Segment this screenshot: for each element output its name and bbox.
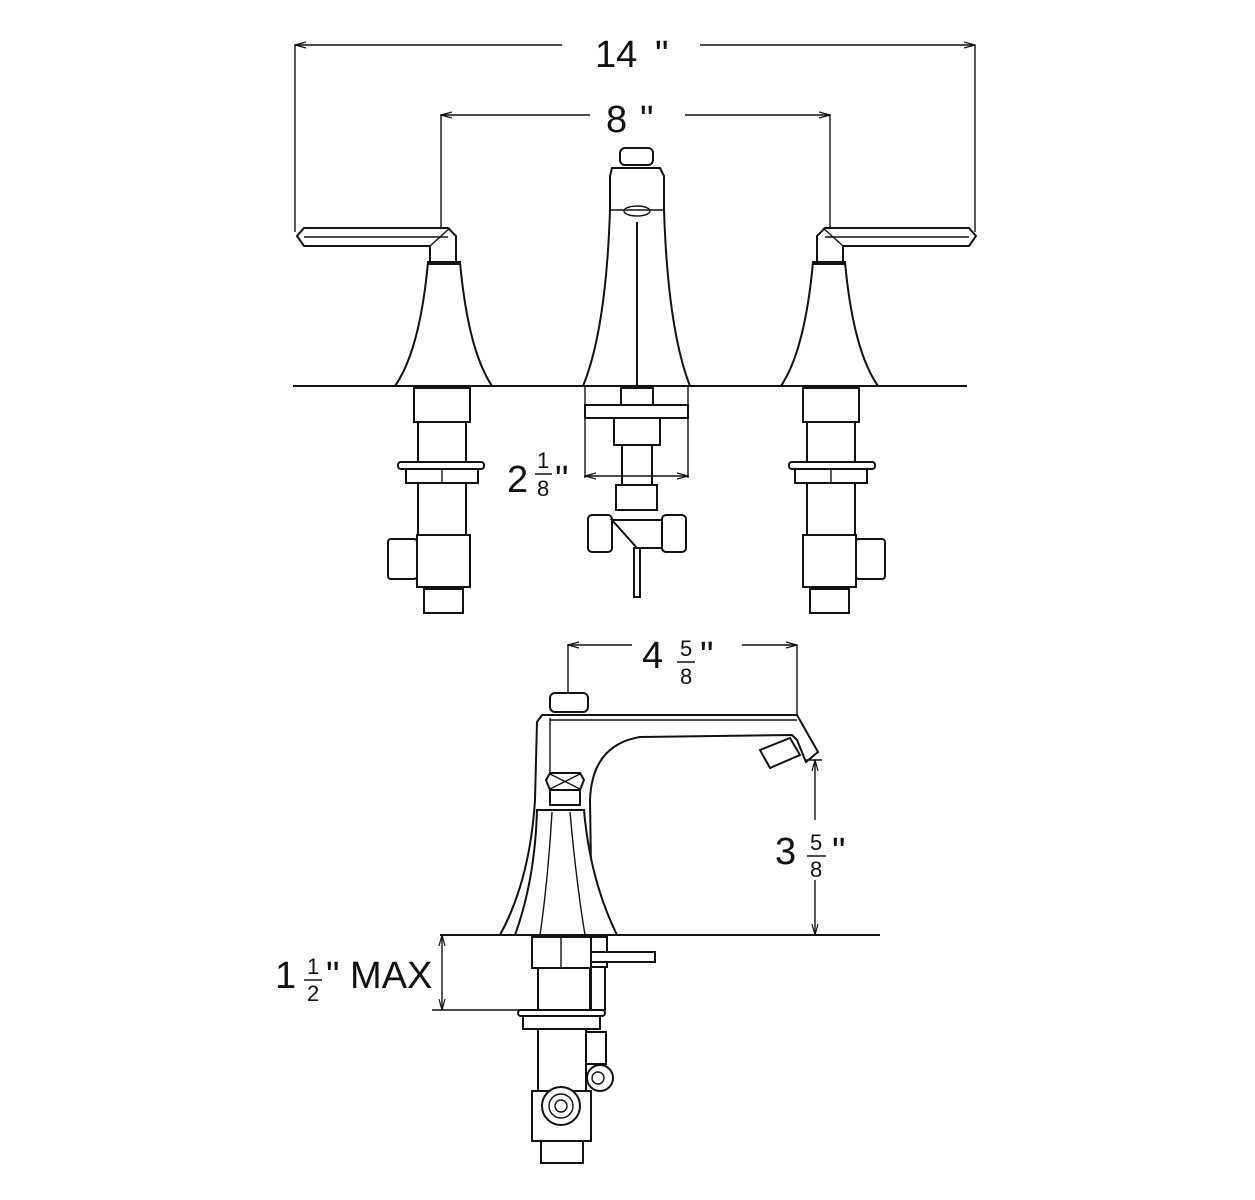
spout-base-width-numerator: 1 xyxy=(537,448,549,473)
spout-base-width-unit: " xyxy=(555,459,569,501)
spout-reach-unit: " xyxy=(700,635,714,677)
deck-thickness-unit: " MAX xyxy=(326,955,432,997)
deck-thickness-denominator: 2 xyxy=(307,981,319,1006)
left-handle xyxy=(295,227,494,614)
spout-height-unit: " xyxy=(832,831,846,873)
center-spread-unit: " xyxy=(640,99,654,141)
overall-width-unit: " xyxy=(655,34,669,76)
dimension-deck-thickness: 1 1 2 " MAX xyxy=(275,935,605,1010)
spout-reach-denominator: 8 xyxy=(680,664,692,689)
spout-reach-whole: 4 xyxy=(642,635,663,677)
spout-base-width-whole: 2 xyxy=(507,459,528,501)
spout-front xyxy=(581,147,692,598)
right-handle xyxy=(780,227,977,614)
side-view: 4 5 8 " 3 5 8 " xyxy=(275,635,880,1164)
spout-height-denominator: 8 xyxy=(810,857,822,882)
overall-width-value: 14 xyxy=(595,34,637,76)
dimension-spout-base-width: 2 1 8 " xyxy=(507,386,688,501)
center-spread-value: 8 xyxy=(606,99,627,141)
spout-height-numerator: 5 xyxy=(810,830,822,855)
dimension-spout-height: 3 5 8 " xyxy=(775,760,846,935)
spout-height-whole: 3 xyxy=(775,831,796,873)
dimension-spout-reach: 4 5 8 " xyxy=(568,635,797,718)
spout-reach-numerator: 5 xyxy=(680,636,692,661)
deck-thickness-numerator: 1 xyxy=(307,954,319,979)
dimension-overall-width: 14 " xyxy=(295,34,975,232)
spout-base-width-denominator: 8 xyxy=(537,476,549,501)
side-valve-body xyxy=(517,936,656,1164)
deck-thickness-whole: 1 xyxy=(275,955,296,997)
front-view: 14 " 8 " xyxy=(293,34,977,614)
